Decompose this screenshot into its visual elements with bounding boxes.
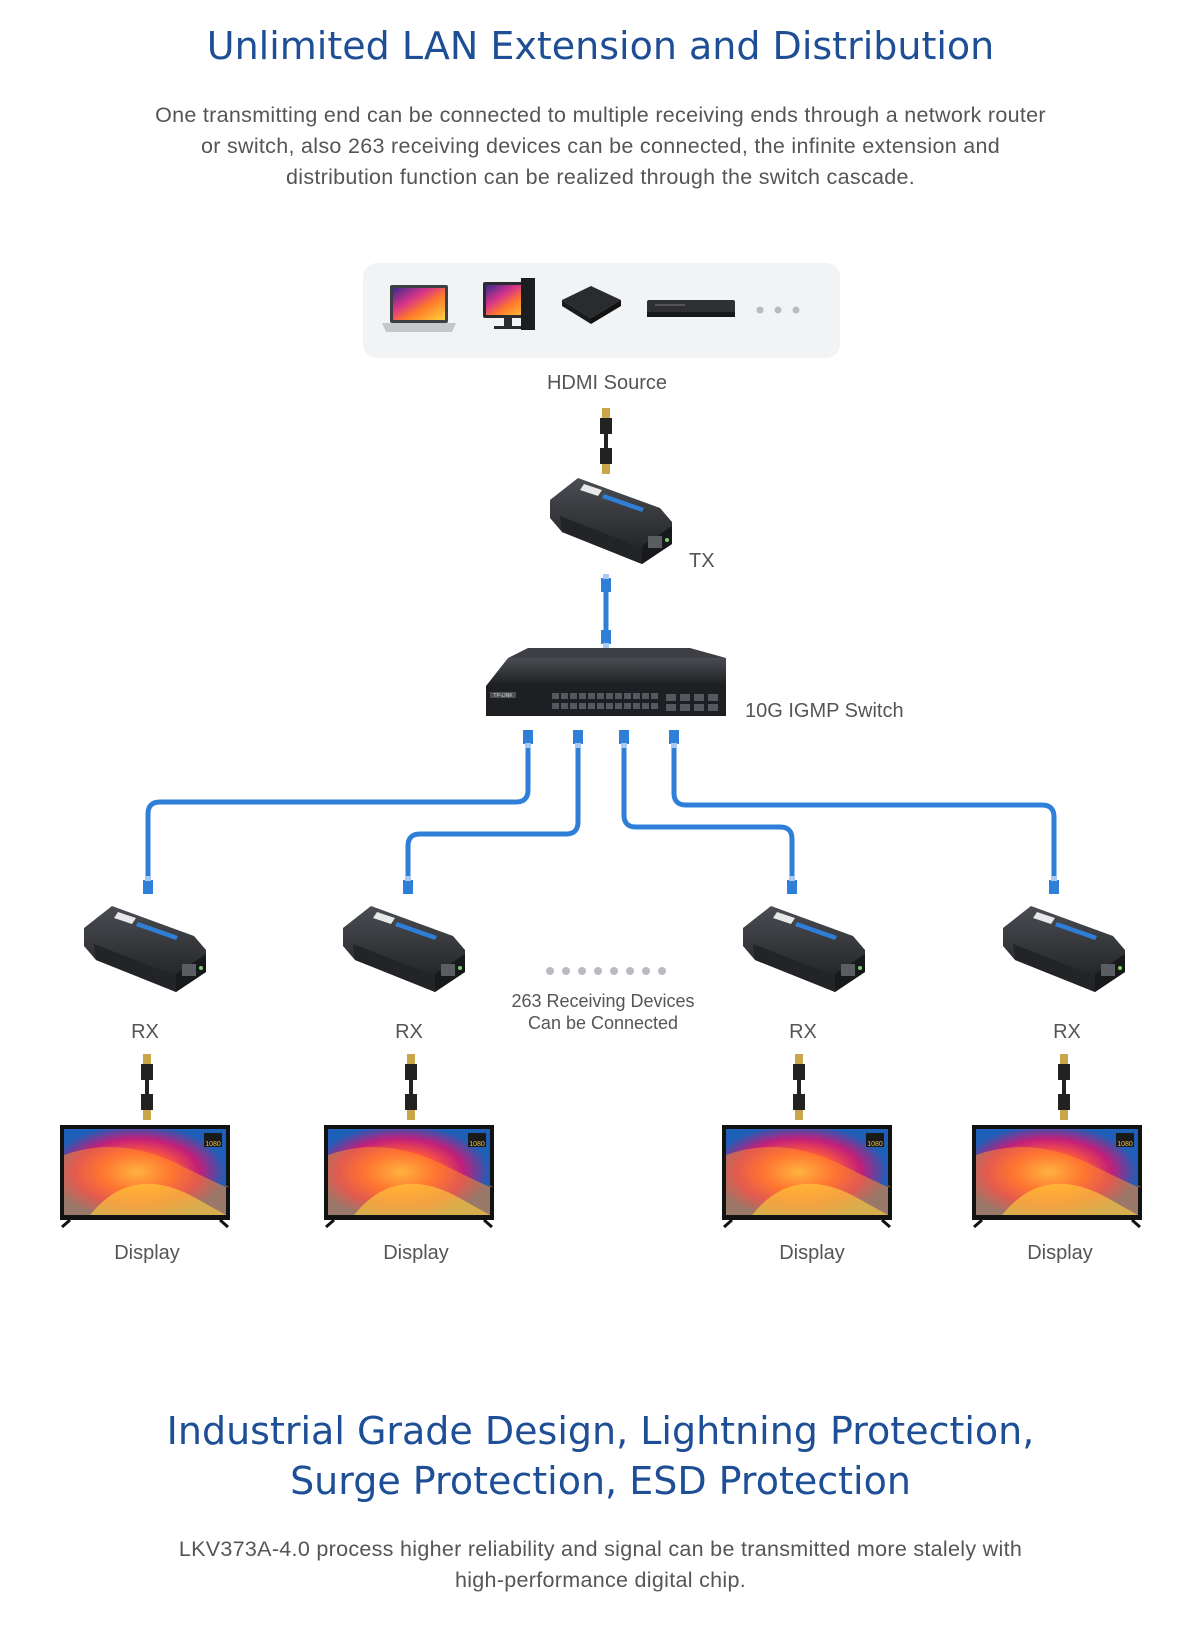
svg-text:TP-LINK: TP-LINK <box>493 693 513 699</box>
hdmi-cable-icon-2 <box>405 1054 417 1120</box>
hdmi-cable-icon-1 <box>141 1054 153 1120</box>
hdmi-cable-icon-4 <box>1058 1054 1070 1120</box>
rx-extender-icon-4 <box>1003 906 1125 992</box>
section-title: Unlimited LAN Extension and Distribution <box>206 24 995 68</box>
section-description-2: LKV373A-4.0 process higher reliability a… <box>0 1534 1201 1596</box>
receivers-note: 263 Receiving Devices Can be Connected <box>511 990 694 1034</box>
rx-extender-icon-3 <box>743 906 865 992</box>
tx-extender-icon <box>550 478 672 564</box>
section-description-2-line2: high-performance digital chip. <box>454 1568 747 1592</box>
section-title-2-line1: Industrial Grade Design, Lightning Prote… <box>166 1409 1035 1453</box>
hdmi-cable-icon <box>600 408 612 474</box>
more-dots-icon <box>756 306 800 314</box>
display-label: Display <box>779 1242 845 1264</box>
blu-ray-player-icon <box>647 300 735 317</box>
display-badge-4: 1080 <box>1117 1141 1133 1148</box>
display-label: Display <box>383 1242 449 1264</box>
ethernet-cables-to-receivers <box>145 730 1057 880</box>
network-switch-icon: TP-LINK <box>486 648 726 716</box>
section-title-2: Industrial Grade Design, Lightning Prote… <box>0 1406 1201 1506</box>
more-receivers-dots-icon <box>546 967 666 975</box>
section-description: One transmitting end can be connected to… <box>155 103 1046 189</box>
display-badge-3: 1080 <box>867 1141 883 1148</box>
rx-label: RX <box>131 1021 159 1043</box>
desktop-computer-icon <box>483 278 535 330</box>
ethernet-plugs <box>143 730 1059 894</box>
tv-box-icon <box>562 286 621 324</box>
laptop-icon <box>382 285 456 332</box>
rx-label: RX <box>1053 1021 1081 1043</box>
hdmi-cable-icon-3 <box>793 1054 805 1120</box>
display-badge-1: 1080 <box>205 1141 221 1148</box>
display-label: Display <box>114 1242 180 1264</box>
rx-extender-icon-1 <box>84 906 206 992</box>
display-badge-2: 1080 <box>469 1141 485 1148</box>
rx-extender-icon-2 <box>343 906 465 992</box>
rx-label: RX <box>395 1021 423 1043</box>
hdmi-source-label: HDMI Source <box>546 372 668 394</box>
tx-label: TX <box>689 550 715 572</box>
receivers-note-line1: 263 Receiving Devices <box>511 991 695 1011</box>
section-description-2-line1: LKV373A-4.0 process higher reliability a… <box>178 1537 1023 1561</box>
section-title-2-line2: Surge Protection, ESD Protection <box>290 1459 911 1503</box>
ethernet-cable-tx <box>601 574 611 648</box>
display-label: Display <box>1027 1242 1093 1264</box>
switch-label: 10G IGMP Switch <box>745 700 904 722</box>
rx-label: RX <box>789 1021 817 1043</box>
receivers-note-line2: Can be Connected <box>527 1013 679 1033</box>
